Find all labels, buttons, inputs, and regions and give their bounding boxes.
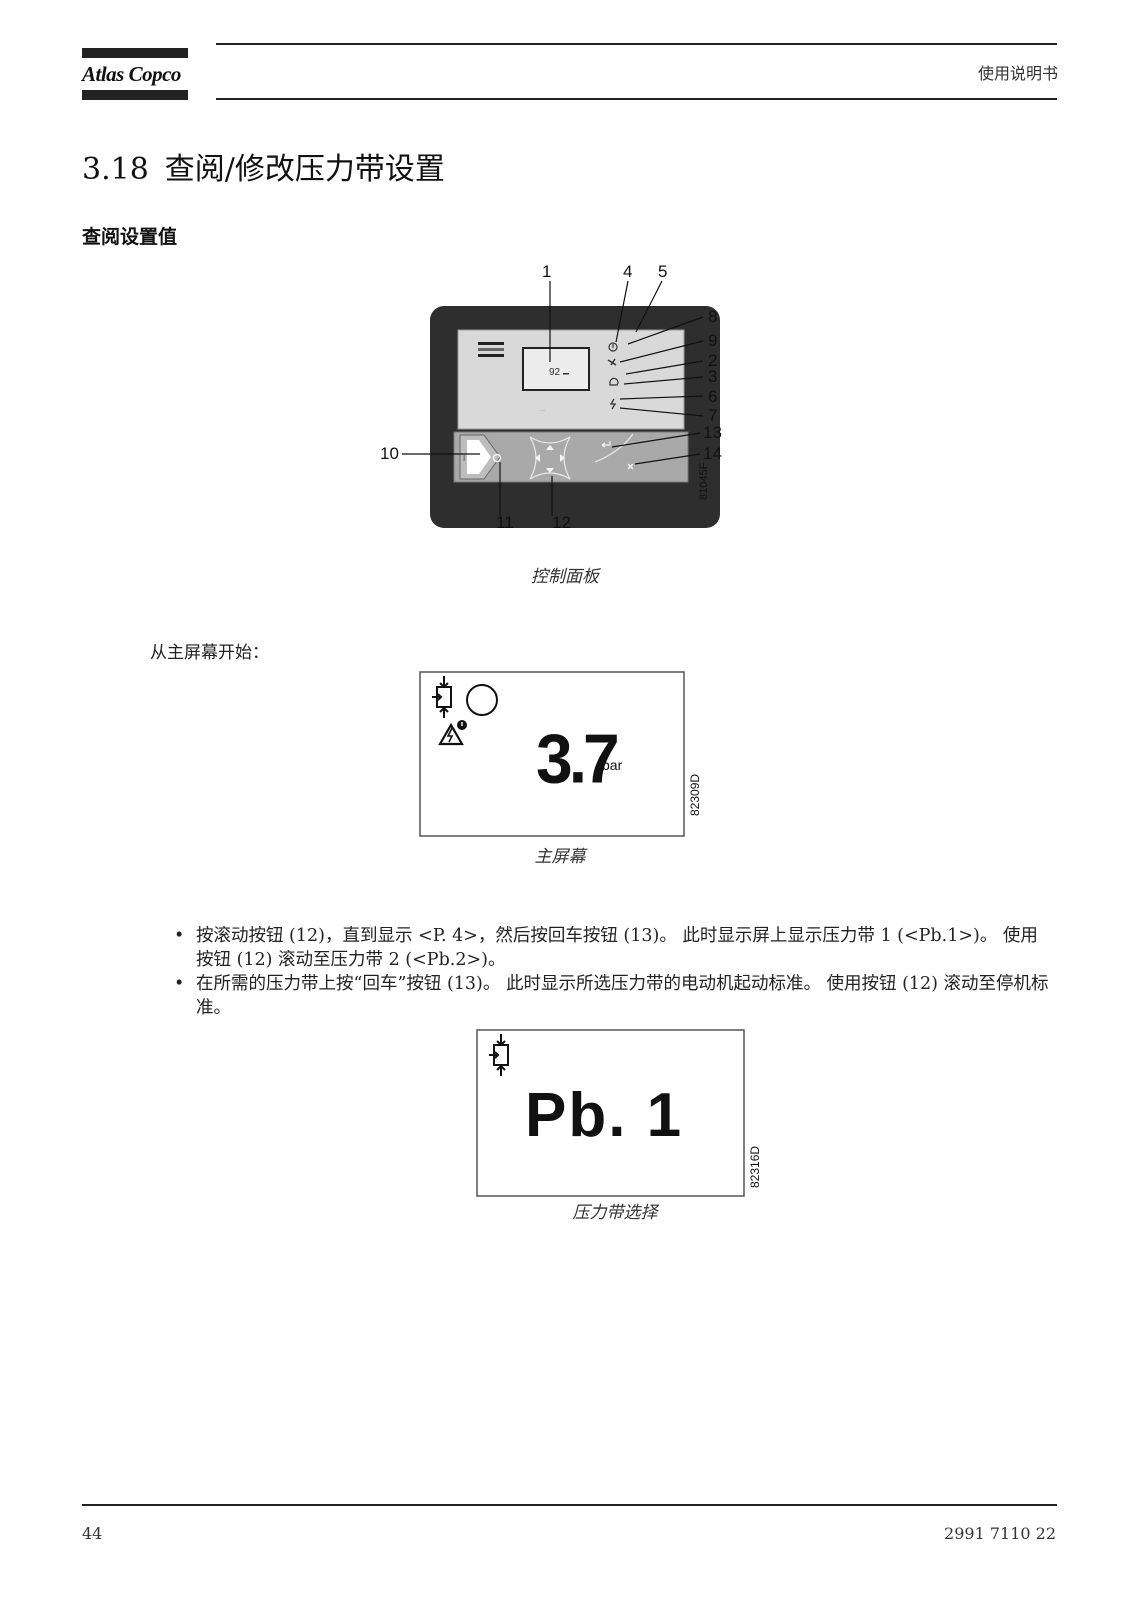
- compressor-icon: [432, 676, 452, 718]
- voltage-icon: [609, 398, 617, 410]
- main-screen-figure-code: 82309D: [688, 774, 702, 816]
- pressure-band-figure: Pb. 1 82316D: [476, 1029, 762, 1197]
- scroll-left-icon: [535, 454, 540, 462]
- svg-text:····: ····: [540, 408, 545, 413]
- instruction-item: 按滚动按钮 (12)，直到显示 <P. 4>，然后按回车按钮 (13)。 此时显…: [172, 924, 1052, 972]
- section-number: 3.18: [82, 152, 149, 187]
- intro-text: 从主屏幕开始：: [150, 643, 269, 663]
- panel-brand-mark: [478, 342, 504, 345]
- callout-9: 9: [708, 331, 717, 350]
- logo-bottom-bar: [82, 90, 188, 100]
- callout-labels: 1 4 5 8 9 2 3 6 7 13 14 10 11 12: [380, 262, 722, 532]
- auto-icon: [609, 377, 619, 386]
- callout-leaders: [402, 280, 704, 516]
- document-number: 2991 7110 22: [944, 1524, 1056, 1543]
- service-icon: [607, 358, 617, 366]
- logo-top-bar: [82, 48, 188, 58]
- main-screen-figure: 3.7 bar 82309D: [419, 671, 702, 837]
- section-title: 查阅/修改压力带设置: [164, 152, 445, 187]
- scroll-up-icon: [546, 445, 554, 450]
- footer-rule: [82, 1504, 1057, 1506]
- callout-12: 12: [552, 513, 571, 532]
- callout-7: 7: [708, 406, 717, 425]
- instruction-list: 按滚动按钮 (12)，直到显示 <P. 4>，然后按回车按钮 (13)。 此时显…: [172, 924, 1052, 1020]
- enter-icon: [601, 441, 611, 448]
- pressure-unit: bar: [602, 757, 623, 773]
- main-screen-caption: 主屏幕: [534, 847, 586, 867]
- header-title: 使用说明书: [977, 64, 1058, 83]
- pressure-band-frame: [476, 1029, 745, 1197]
- escape-icon: [627, 463, 634, 470]
- callout-4: 4: [623, 262, 632, 281]
- header-rule-bottom: [216, 98, 1057, 100]
- warning-icon: [438, 720, 467, 746]
- pressure-band-value: Pb. 1: [525, 1081, 683, 1150]
- callout-13: 13: [703, 423, 722, 442]
- panel-lcd-reading: 92: [549, 367, 561, 378]
- svg-text:I: I: [463, 454, 465, 463]
- panel-figure-code: 81045F: [698, 462, 710, 500]
- callout-10: 10: [380, 444, 399, 463]
- panel-lcd: [522, 347, 590, 391]
- status-circle-icon: [466, 684, 498, 716]
- section-heading: 3.18 查阅/修改压力带设置: [82, 144, 445, 188]
- scroll-down-icon: [546, 468, 554, 473]
- header-rule-top: [216, 43, 1057, 45]
- scroll-right-icon: [560, 454, 565, 462]
- stop-button-icon: [492, 453, 502, 463]
- callout-14: 14: [703, 444, 722, 463]
- logo-text: Atlas Copco: [82, 62, 181, 86]
- compressor-icon: [489, 1034, 509, 1076]
- callout-11: 11: [496, 513, 514, 532]
- pressure-band-caption: 压力带选择: [572, 1203, 658, 1223]
- callout-6: 6: [708, 387, 717, 406]
- panel-caption: 控制面板: [531, 567, 599, 587]
- subsection-heading: 查阅设置值: [82, 226, 178, 248]
- pressure-band-figure-code: 82316D: [748, 1146, 762, 1188]
- callout-3: 3: [708, 367, 717, 386]
- page-number: 44: [82, 1524, 103, 1543]
- callout-2: 2: [708, 351, 717, 370]
- pressure-value: 3.7: [536, 721, 617, 798]
- instruction-item: 在所需的压力带上按“回车”按钮 (13)。 此时显示所选压力带的电动机起动标准。…: [172, 972, 1052, 1020]
- main-screen-frame: [419, 671, 685, 837]
- callout-8: 8: [708, 307, 717, 326]
- power-icon: [608, 342, 618, 352]
- control-panel-figure: 92 ···· I 1 4 5 8 9 2 3 6 7 13 14 10 11 …: [380, 262, 722, 532]
- callout-1: 1: [542, 262, 551, 281]
- callout-5: 5: [658, 262, 667, 281]
